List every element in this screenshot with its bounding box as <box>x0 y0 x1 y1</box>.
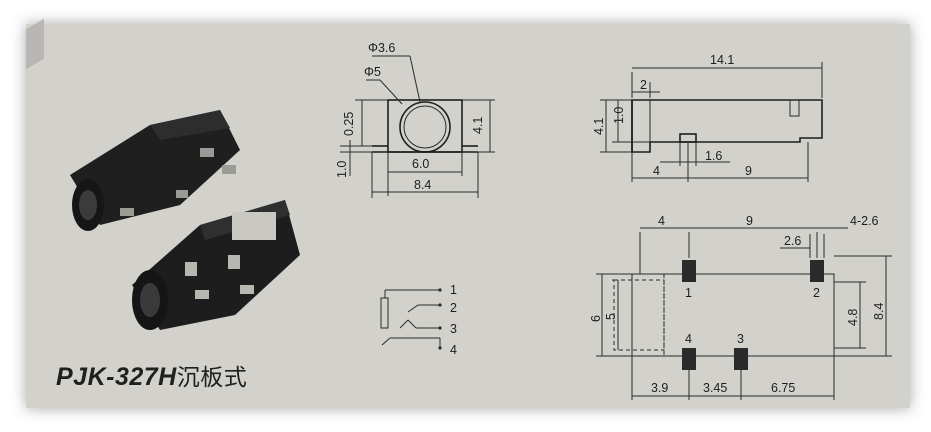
pad-4 <box>682 348 696 370</box>
pad-3 <box>734 348 748 370</box>
dim-width-inner: 6.0 <box>412 157 429 171</box>
dim-pin-offset: 4 <box>653 164 660 178</box>
jack-bottom-view <box>132 200 300 330</box>
dim-pin-width: 1.6 <box>705 149 722 163</box>
dim-fp-bottom-b: 3.45 <box>703 381 727 395</box>
dim-fp-left-outer: 6 <box>589 315 603 322</box>
footprint-dashed-left <box>613 279 665 351</box>
part-number: PJK-327H <box>56 363 177 391</box>
dim-fp-left-inner: 5 <box>604 313 618 320</box>
dim-fp-bottom-c: 6.75 <box>771 381 795 395</box>
side-body <box>631 99 823 153</box>
schematic-plug <box>380 297 389 329</box>
dim-base: 1.0 <box>335 161 349 178</box>
inner-bore <box>403 105 447 149</box>
dim-d-outer: Φ5 <box>364 65 381 79</box>
pad-label-4: 4 <box>685 332 692 346</box>
pad-label-1: 1 <box>685 286 692 300</box>
front-body <box>387 99 463 153</box>
dim-fp-top-mid: 9 <box>746 214 753 228</box>
dim-fp-right-outer: 8.4 <box>872 303 886 320</box>
dim-fp-right-inner: 4.8 <box>846 309 860 326</box>
jack-top-view <box>70 110 240 231</box>
dim-offset: 0.25 <box>342 112 356 136</box>
footprint-outline <box>631 273 835 357</box>
dim-fp-top-left: 4 <box>658 214 665 228</box>
drawing-sheet <box>26 18 910 408</box>
side-view: 14.1 2 4.1 1.0 1.6 4 9 <box>592 53 823 182</box>
dim-pin-spacing: 9 <box>745 164 752 178</box>
pad-label-2: 2 <box>813 286 820 300</box>
schematic-symbol: 1 2 3 4 <box>380 283 457 357</box>
pad-1 <box>682 260 696 282</box>
product-photo <box>70 110 300 330</box>
dim-height: 4.1 <box>471 117 485 134</box>
dim-width-outer: 8.4 <box>414 178 431 192</box>
dim-tab: 2 <box>640 78 647 92</box>
outer-bore <box>399 101 451 153</box>
dim-fp-pad-gap: 2.6 <box>784 234 801 248</box>
side-pin <box>679 133 697 143</box>
pcb-footprint: 1 2 4 3 4 9 4-2.6 2.6 6 <box>589 214 892 400</box>
schematic-pin-3: 3 <box>450 322 457 336</box>
schematic-pin-2: 2 <box>450 301 457 315</box>
dim-length: 14.1 <box>710 53 734 67</box>
pad-label-3: 3 <box>737 332 744 346</box>
dim-side-step: 1.0 <box>612 107 626 124</box>
dim-d-inner: Φ3.6 <box>368 41 395 55</box>
front-view: Φ3.6 Φ5 0.25 4.1 1.0 6.0 8.4 <box>335 41 495 198</box>
schematic-pin-4: 4 <box>450 343 457 357</box>
dim-side-height: 4.1 <box>592 118 606 135</box>
pad-2 <box>810 260 824 282</box>
schematic-pin-1: 1 <box>450 283 457 297</box>
dim-fp-bottom-a: 3.9 <box>651 381 668 395</box>
part-title: PJK-327H沉板式 <box>56 358 247 392</box>
dim-fp-hole: 4-2.6 <box>850 214 879 228</box>
mount-type: 沉板式 <box>176 365 248 391</box>
